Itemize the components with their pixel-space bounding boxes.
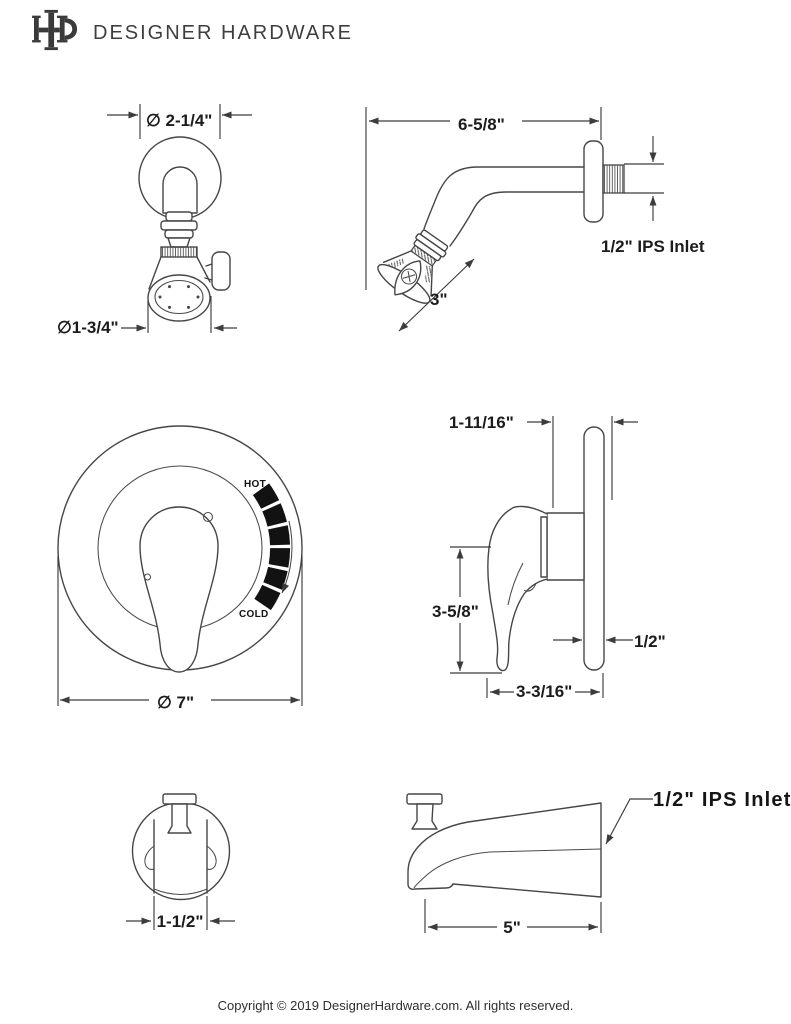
label-arm-inlet: 1/2" IPS Inlet bbox=[601, 237, 705, 256]
label-cold: COLD bbox=[239, 609, 269, 620]
dim-label-spout-width: 1-1/2" bbox=[157, 912, 204, 931]
dim-label-plate-diameter: ∅ 7" bbox=[157, 693, 194, 712]
copyright-text: Copyright © 2019 DesignerHardware.com. A… bbox=[217, 998, 574, 1013]
shower-arm-tube bbox=[423, 166, 585, 230]
dim-label-arm-length: 6-5/8" bbox=[458, 115, 505, 134]
inlet-leader-line bbox=[605, 798, 653, 845]
diverter-knob-front bbox=[162, 793, 197, 805]
showerhead-adjust-knob bbox=[211, 251, 231, 291]
spout-side-outline bbox=[407, 802, 602, 898]
showerhead-face-inner bbox=[154, 279, 204, 315]
dim-label-handle-to-plate: 1-11/16" bbox=[449, 413, 514, 432]
brand-logo-monogram-icon bbox=[32, 9, 78, 51]
diverter-knob-side bbox=[406, 793, 443, 805]
showerhead-knurled-ring bbox=[160, 246, 198, 258]
brand-name: DESIGNER HARDWARE bbox=[93, 22, 353, 44]
drawing-tub-spout-side-view: 1/2" IPS Inlet 5" bbox=[406, 789, 791, 937]
spray-nozzle-dots bbox=[158, 285, 200, 309]
showerhead-face-outer bbox=[147, 274, 211, 322]
showerhead-arm-bend bbox=[162, 166, 198, 214]
drawing-showerhead-front-view: ∅ 2-1/4" ∅1-3/4" bbox=[57, 104, 252, 337]
drawing-tub-spout-front-view: 1-1/2" bbox=[126, 793, 235, 931]
shower-arm-head bbox=[377, 229, 449, 304]
drawing-valve-trim-front-view: HOT COLD ∅ 7" bbox=[57, 425, 303, 712]
brand-header: DESIGNER HARDWARE bbox=[0, 0, 791, 64]
drawing-valve-trim-side-view: 1-11/16" 3-5/8" 1/2" 3-3/16" bbox=[432, 413, 666, 701]
dim-label-face-diameter: ∅1-3/4" bbox=[57, 318, 119, 337]
temperature-direction-arrow bbox=[281, 520, 293, 594]
arm-threaded-inlet bbox=[602, 164, 625, 194]
dim-label-overall-depth: 3-3/16" bbox=[516, 682, 572, 701]
arm-wall-flange bbox=[583, 140, 604, 223]
dim-label-flange-diameter: ∅ 2-1/4" bbox=[146, 111, 212, 130]
dim-label-handle-height: 3-5/8" bbox=[432, 602, 479, 621]
dim-label-head-length: 3" bbox=[430, 290, 448, 309]
dim-label-plate-thickness: 1/2" bbox=[634, 632, 666, 651]
drawing-shower-arm-side-view: 6-5/8" 1/2" IPS Inlet bbox=[365, 107, 705, 332]
handle-index-dot bbox=[202, 511, 214, 523]
valve-handle-side bbox=[487, 505, 548, 672]
hub-collar bbox=[540, 516, 548, 578]
trim-plate-side bbox=[583, 426, 605, 671]
label-hot: HOT bbox=[244, 479, 266, 490]
valve-hub bbox=[546, 512, 585, 581]
dim-label-spout-length: 5" bbox=[503, 918, 521, 937]
valve-lever-handle bbox=[139, 506, 219, 673]
label-spout-inlet: 1/2" IPS Inlet bbox=[653, 789, 791, 811]
hot-cold-indicator-arc bbox=[252, 483, 291, 613]
